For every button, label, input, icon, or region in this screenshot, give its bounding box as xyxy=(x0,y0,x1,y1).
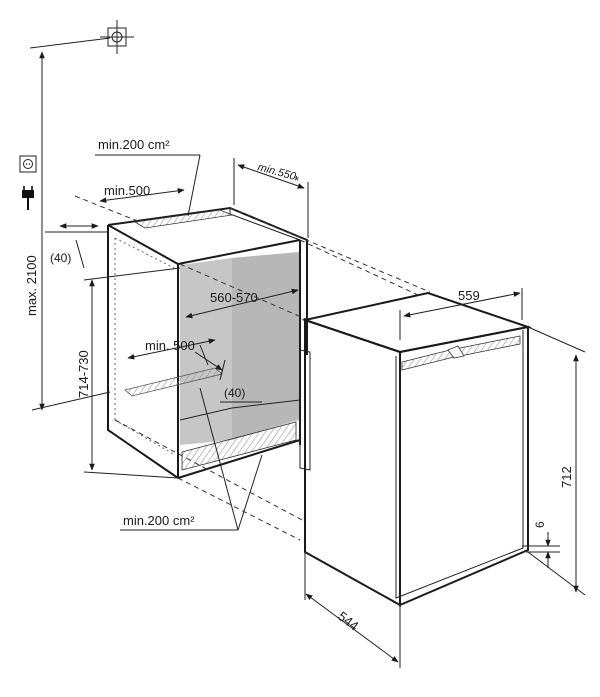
niche-width-dimension: 560-570 xyxy=(185,288,299,319)
top-vent-callout: min.200 cm² xyxy=(95,137,201,217)
niche-height-label: 714-730 xyxy=(76,350,91,398)
projection-lines xyxy=(114,207,431,541)
appliance-height-dimension: 712 xyxy=(527,326,586,596)
inner-opening-dimension: min. 500 xyxy=(127,338,216,366)
niche-width-label: 560-570 xyxy=(210,290,258,305)
power-outlet-icon xyxy=(19,155,37,173)
cabinet-niche xyxy=(107,206,308,479)
max-height-label: max. 2100 xyxy=(24,255,39,316)
appliance-depth-dimension: 544 xyxy=(304,552,401,668)
inner-opening-label: min. 500 xyxy=(145,338,195,353)
top-opening-dimension: min.500 xyxy=(74,183,185,223)
top-offset-dimension: (40) xyxy=(45,223,108,269)
depth-min-label: min.550 xyxy=(256,161,298,183)
door-gap-dimension: 6 xyxy=(522,521,560,568)
max-height-dimension: max. 2100 xyxy=(24,51,111,411)
inner-offset-dimension: (40) xyxy=(194,351,262,403)
bottom-vent-area-label: min.200 cm² xyxy=(123,513,195,528)
top-offset-label: (40) xyxy=(50,251,71,265)
depth-asterisk: * xyxy=(294,173,299,188)
power-plug-icon xyxy=(22,186,34,210)
bottom-vent-callout: min.200 cm² xyxy=(120,387,263,531)
reference-line xyxy=(29,37,111,49)
inner-offset-label: (40) xyxy=(224,386,245,400)
top-opening-label: min.500 xyxy=(104,183,150,198)
top-vent-area-label: min.200 cm² xyxy=(98,137,170,152)
niche-height-dimension: 714-730 xyxy=(76,267,181,479)
appliance-width-dimension: 559 xyxy=(399,288,523,340)
appliance-height-label: 712 xyxy=(559,466,574,488)
appliance-width-label: 559 xyxy=(458,288,480,303)
door-gap-label: 6 xyxy=(533,521,547,528)
crosshair-icon xyxy=(100,20,134,54)
appliance-depth-label: 544 xyxy=(335,608,361,633)
refrigerator-appliance xyxy=(299,291,532,607)
